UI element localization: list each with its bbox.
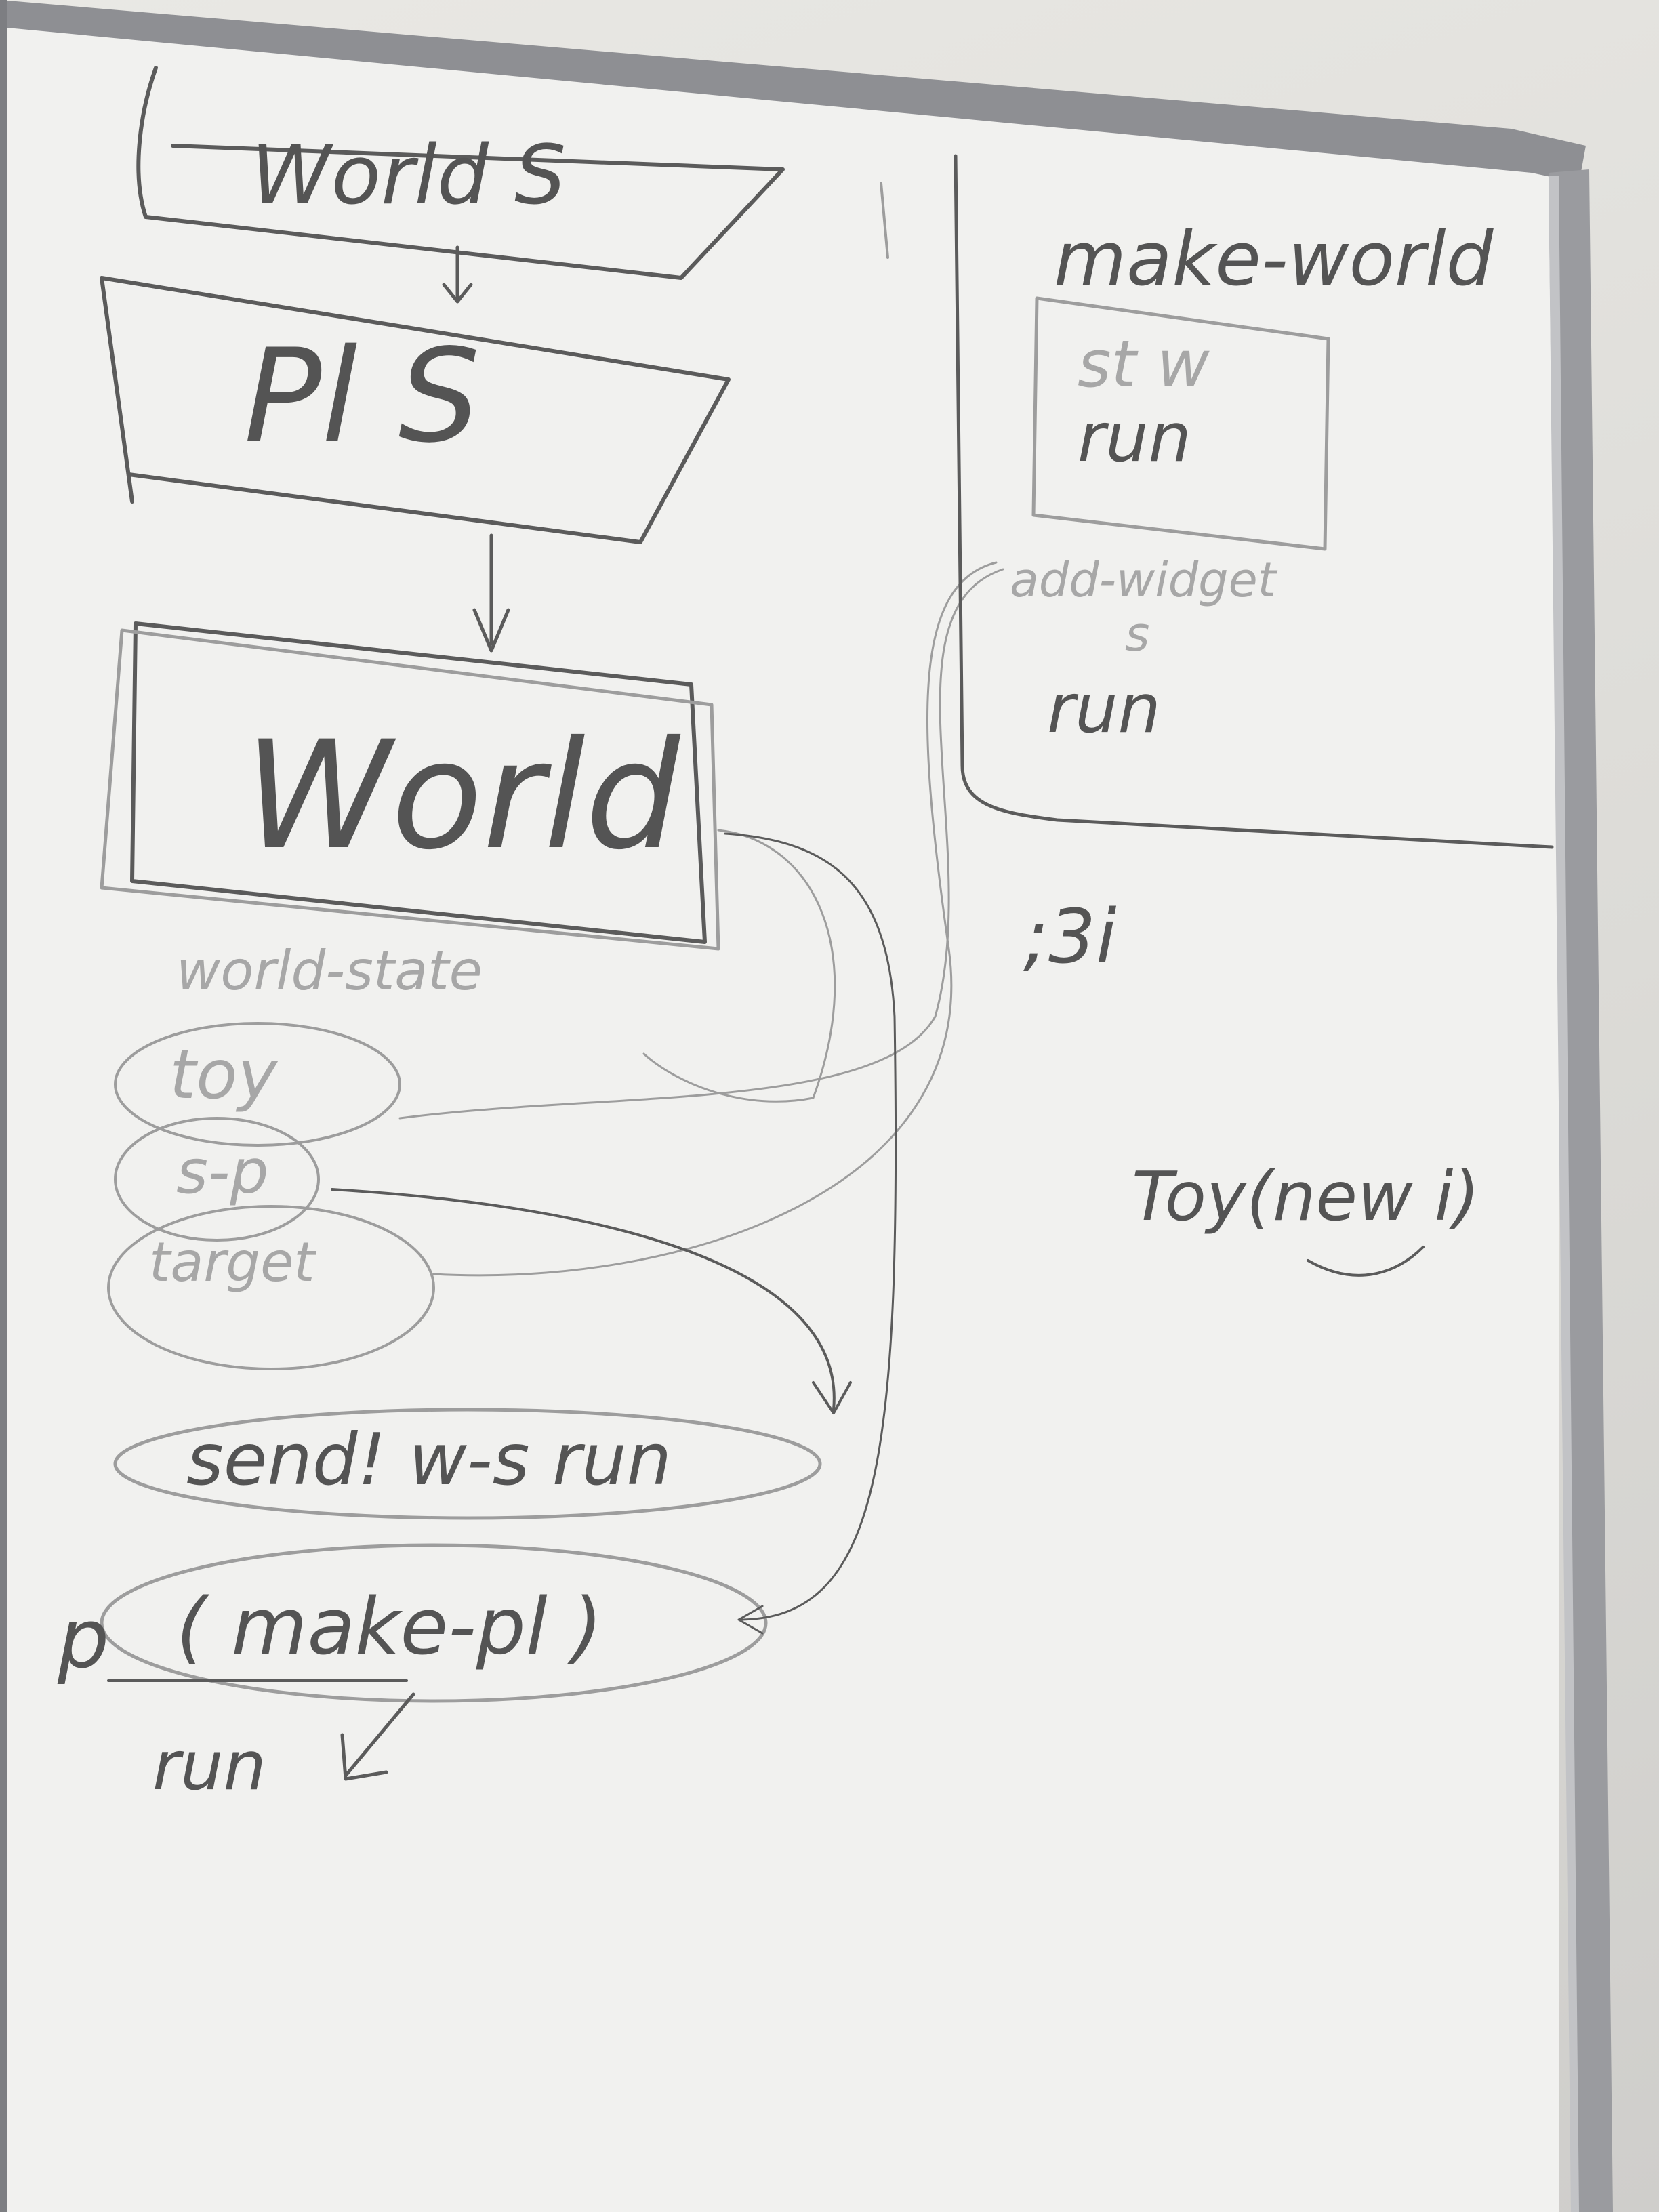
run-label: run [152,1726,266,1805]
send-bubble [113,1408,822,1520]
sp-label: s-p [176,1136,269,1208]
toy-new-underline [1307,1246,1425,1277]
pl-s-shape [100,276,731,544]
make-pl-label: ( make-pl ) [176,1582,602,1673]
arrow-1 [442,245,473,304]
world-state-label: world-state [176,939,483,1002]
target-connector [432,561,998,1277]
note-label: ;3i [1023,893,1117,980]
toy-connector [398,568,1004,1120]
arrow-2 [472,533,510,653]
world-connector [642,829,836,1103]
world-label: World [244,709,681,882]
sp-arrow [331,1188,852,1414]
board-top-frame [0,0,1586,183]
board-right-frame [1549,169,1613,2212]
toy-new-label: Toy(new i) [1132,1157,1479,1236]
right-panel-tick [880,182,889,259]
board-surface [0,0,1559,2212]
send-label: send! w-s run [186,1418,672,1501]
make-world-label: make-world [1054,216,1494,302]
run-arrow [340,1692,415,1781]
toy-label: toy [169,1035,279,1114]
add-widget-label: add-widget [1010,552,1278,608]
run2-label: run [1047,669,1161,748]
pl-s-label: Pl S [244,321,480,471]
world-s-label: World S [251,129,566,223]
sp-bubble [114,1117,320,1242]
world-shape [130,621,707,944]
make-world-box [1031,296,1330,551]
make-pl-bubble [100,1543,768,1703]
target-bubble [107,1205,435,1370]
board-left-edge [0,0,7,2212]
target-label: target [149,1231,316,1294]
run-inner-label: run [1078,398,1191,477]
toy-bubble [114,1022,401,1147]
st-w-label: st w [1078,327,1210,402]
s-label: s [1125,607,1149,662]
p-mark: p [57,1593,109,1687]
world-s-shape [136,66,785,280]
board-right-frame-inner [1549,176,1579,2212]
right-panel-border [954,154,1554,849]
world-shape-2 [100,628,720,951]
make-pl-arrow-in [724,832,897,1635]
